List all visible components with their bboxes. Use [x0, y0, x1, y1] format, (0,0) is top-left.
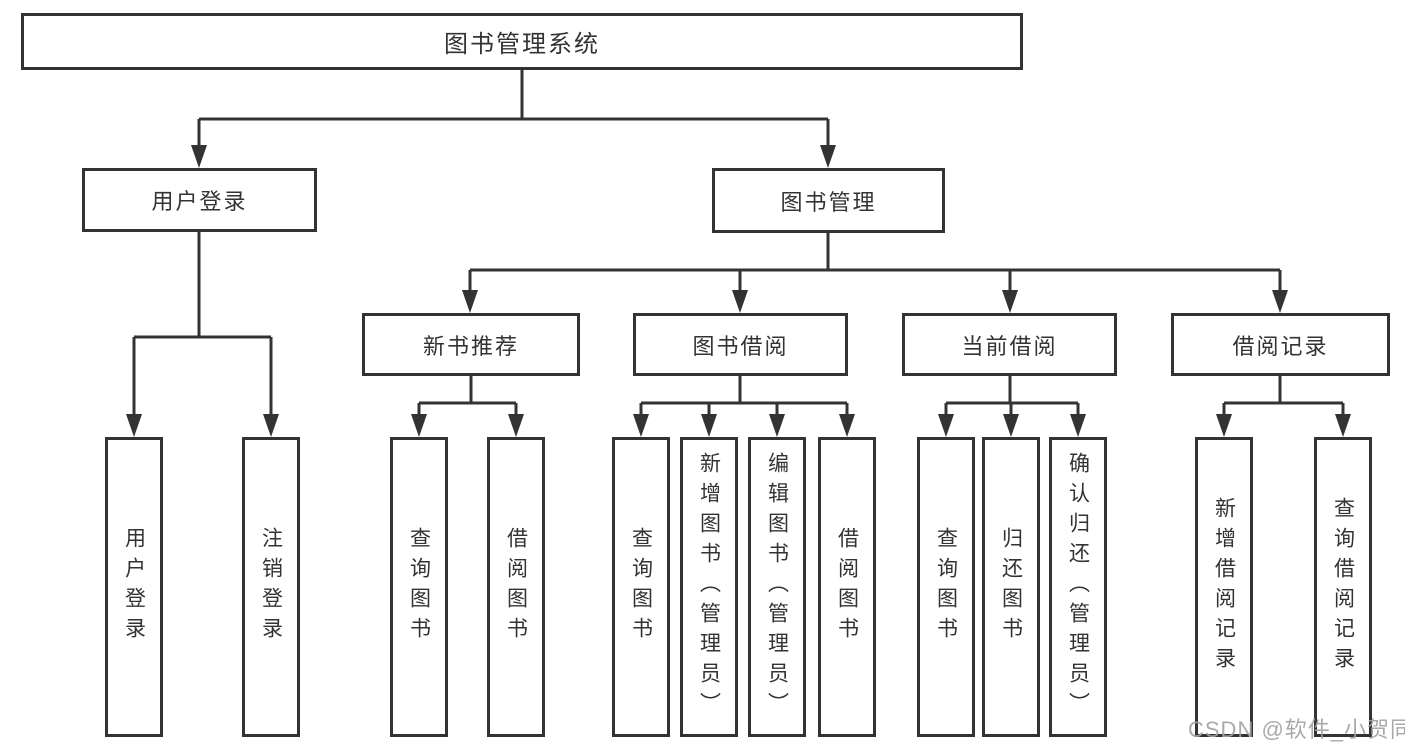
- arrowhead-icon: [263, 414, 279, 437]
- arrowhead-icon: [732, 290, 748, 313]
- arrowhead-icon: [1003, 414, 1019, 437]
- arrowhead-icon: [1335, 414, 1351, 437]
- leaf-cb-query-books-label: 查询图书: [934, 527, 958, 647]
- leaf-br-add-record: 新增借阅记录: [1195, 437, 1253, 737]
- arrowhead-icon: [1216, 414, 1232, 437]
- leaf-br-query-record: 查询借阅记录: [1314, 437, 1372, 737]
- arrowhead-icon: [701, 414, 717, 437]
- leaf-rec-query-books-label: 查询图书: [407, 527, 431, 647]
- arrowhead-icon: [633, 414, 649, 437]
- leaf-bb-add-books-admin: 新增图书（管理员）: [680, 437, 738, 737]
- leaf-user-login: 用户登录: [105, 437, 163, 737]
- connector-newbookrec-to-leaves: [417, 376, 518, 418]
- leaf-bb-add-books-admin-label: 新增图书（管理员）: [697, 452, 721, 722]
- connector-borrowrecords-to-leaves: [1222, 376, 1345, 418]
- leaf-rec-query-books: 查询图书: [390, 437, 448, 737]
- connector-userlogin-to-leaves: [132, 232, 273, 418]
- leaf-rec-borrow-books-label: 借阅图书: [504, 527, 528, 647]
- leaf-logout-label: 注销登录: [259, 527, 283, 647]
- arrowhead-icon: [938, 414, 954, 437]
- leaf-cb-query-books: 查询图书: [917, 437, 975, 737]
- arrowhead-icon: [1002, 290, 1018, 313]
- node-current-borrow-label: 当前借阅: [961, 333, 1058, 359]
- node-new-book-recommend-label: 新书推荐: [422, 333, 519, 359]
- node-book-borrow-label: 图书借阅: [692, 333, 789, 359]
- arrowhead-icon: [191, 145, 207, 168]
- node-user-login: 用户登录: [82, 168, 317, 232]
- node-book-borrow: 图书借阅: [633, 313, 848, 376]
- node-root: 图书管理系统: [21, 13, 1023, 70]
- leaf-cb-confirm-return-admin-label: 确认归还（管理员）: [1066, 452, 1090, 722]
- arrowhead-icon: [411, 414, 427, 437]
- leaf-bb-edit-books-admin-label: 编辑图书（管理员）: [765, 452, 789, 722]
- arrowhead-icon: [820, 145, 836, 168]
- leaf-cb-return-books: 归还图书: [982, 437, 1040, 737]
- leaf-bb-borrow-books-label: 借阅图书: [835, 527, 859, 647]
- arrowhead-icon: [126, 414, 142, 437]
- node-book-management-label: 图书管理: [780, 189, 877, 215]
- connector-bookborrow-to-leaves: [639, 376, 849, 418]
- arrowhead-icon: [769, 414, 785, 437]
- node-root-label: 图书管理系统: [444, 31, 600, 58]
- arrowhead-icon: [462, 290, 478, 313]
- leaf-cb-confirm-return-admin: 确认归还（管理员）: [1049, 437, 1107, 737]
- node-user-login-label: 用户登录: [151, 189, 248, 214]
- leaf-user-login-label: 用户登录: [122, 527, 146, 647]
- connector-currentborrow-to-leaves: [944, 376, 1080, 418]
- node-borrow-records: 借阅记录: [1171, 313, 1390, 376]
- connector-root-to-level2: [197, 70, 830, 150]
- connector-bookmgmt-to-level3: [468, 233, 1282, 294]
- node-borrow-records-label: 借阅记录: [1232, 333, 1329, 359]
- leaf-bb-edit-books-admin: 编辑图书（管理员）: [748, 437, 806, 737]
- node-current-borrow: 当前借阅: [902, 313, 1117, 376]
- arrowhead-icon: [1070, 414, 1086, 437]
- node-new-book-recommend: 新书推荐: [362, 313, 580, 376]
- leaf-cb-return-books-label: 归还图书: [999, 527, 1023, 647]
- arrowhead-icon: [1272, 290, 1288, 313]
- csdn-watermark: CSDN @软件_小贺同学: [1188, 717, 1405, 742]
- leaf-rec-borrow-books: 借阅图书: [487, 437, 545, 737]
- leaf-bb-query-books-label: 查询图书: [629, 527, 653, 647]
- arrowhead-icon: [839, 414, 855, 437]
- leaf-bb-query-books: 查询图书: [612, 437, 670, 737]
- arrowhead-icon: [508, 414, 524, 437]
- leaf-bb-borrow-books: 借阅图书: [818, 437, 876, 737]
- leaf-br-add-record-label: 新增借阅记录: [1212, 497, 1236, 677]
- node-book-management: 图书管理: [712, 168, 945, 233]
- leaf-br-query-record-label: 查询借阅记录: [1331, 497, 1355, 677]
- leaf-logout: 注销登录: [242, 437, 300, 737]
